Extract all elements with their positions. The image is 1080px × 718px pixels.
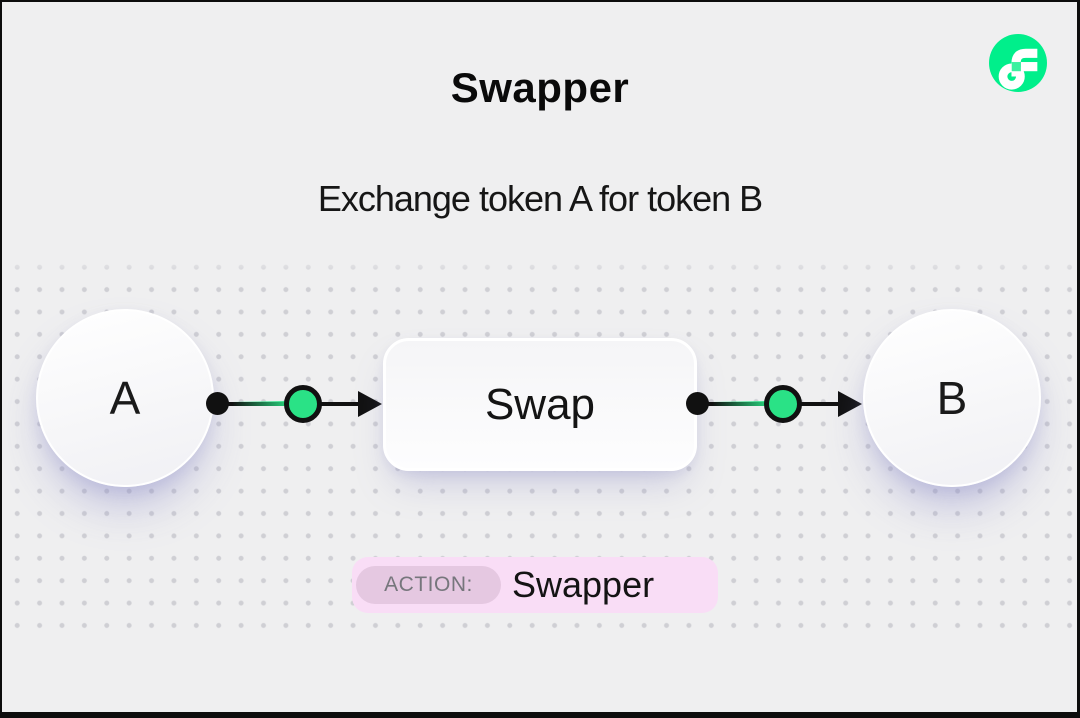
page-subtitle: Exchange token A for token B: [317, 178, 763, 219]
node-token-a-label: A: [109, 372, 141, 424]
moving-token-dot: [284, 385, 322, 423]
arrowhead-icon: [838, 391, 862, 417]
action-badge-value: Swapper: [512, 564, 655, 605]
connector-green-trail: [232, 401, 303, 406]
connector-green-trail: [712, 401, 783, 406]
arrowhead-icon: [358, 391, 382, 417]
node-token-b: B: [863, 309, 1041, 487]
action-badge-label: ACTION:: [356, 566, 501, 604]
connector-start-dot: [206, 392, 229, 415]
node-swap: Swap: [383, 338, 697, 471]
flow-logo-icon: [989, 34, 1047, 92]
node-token-a: A: [36, 309, 214, 487]
page-title: Swapper: [450, 64, 630, 111]
node-token-b-label: B: [936, 372, 968, 424]
node-swap-label: Swap: [484, 379, 596, 429]
moving-token-dot: [764, 385, 802, 423]
action-badge: ACTION: Swapper: [352, 557, 718, 613]
connector-start-dot: [686, 392, 709, 415]
